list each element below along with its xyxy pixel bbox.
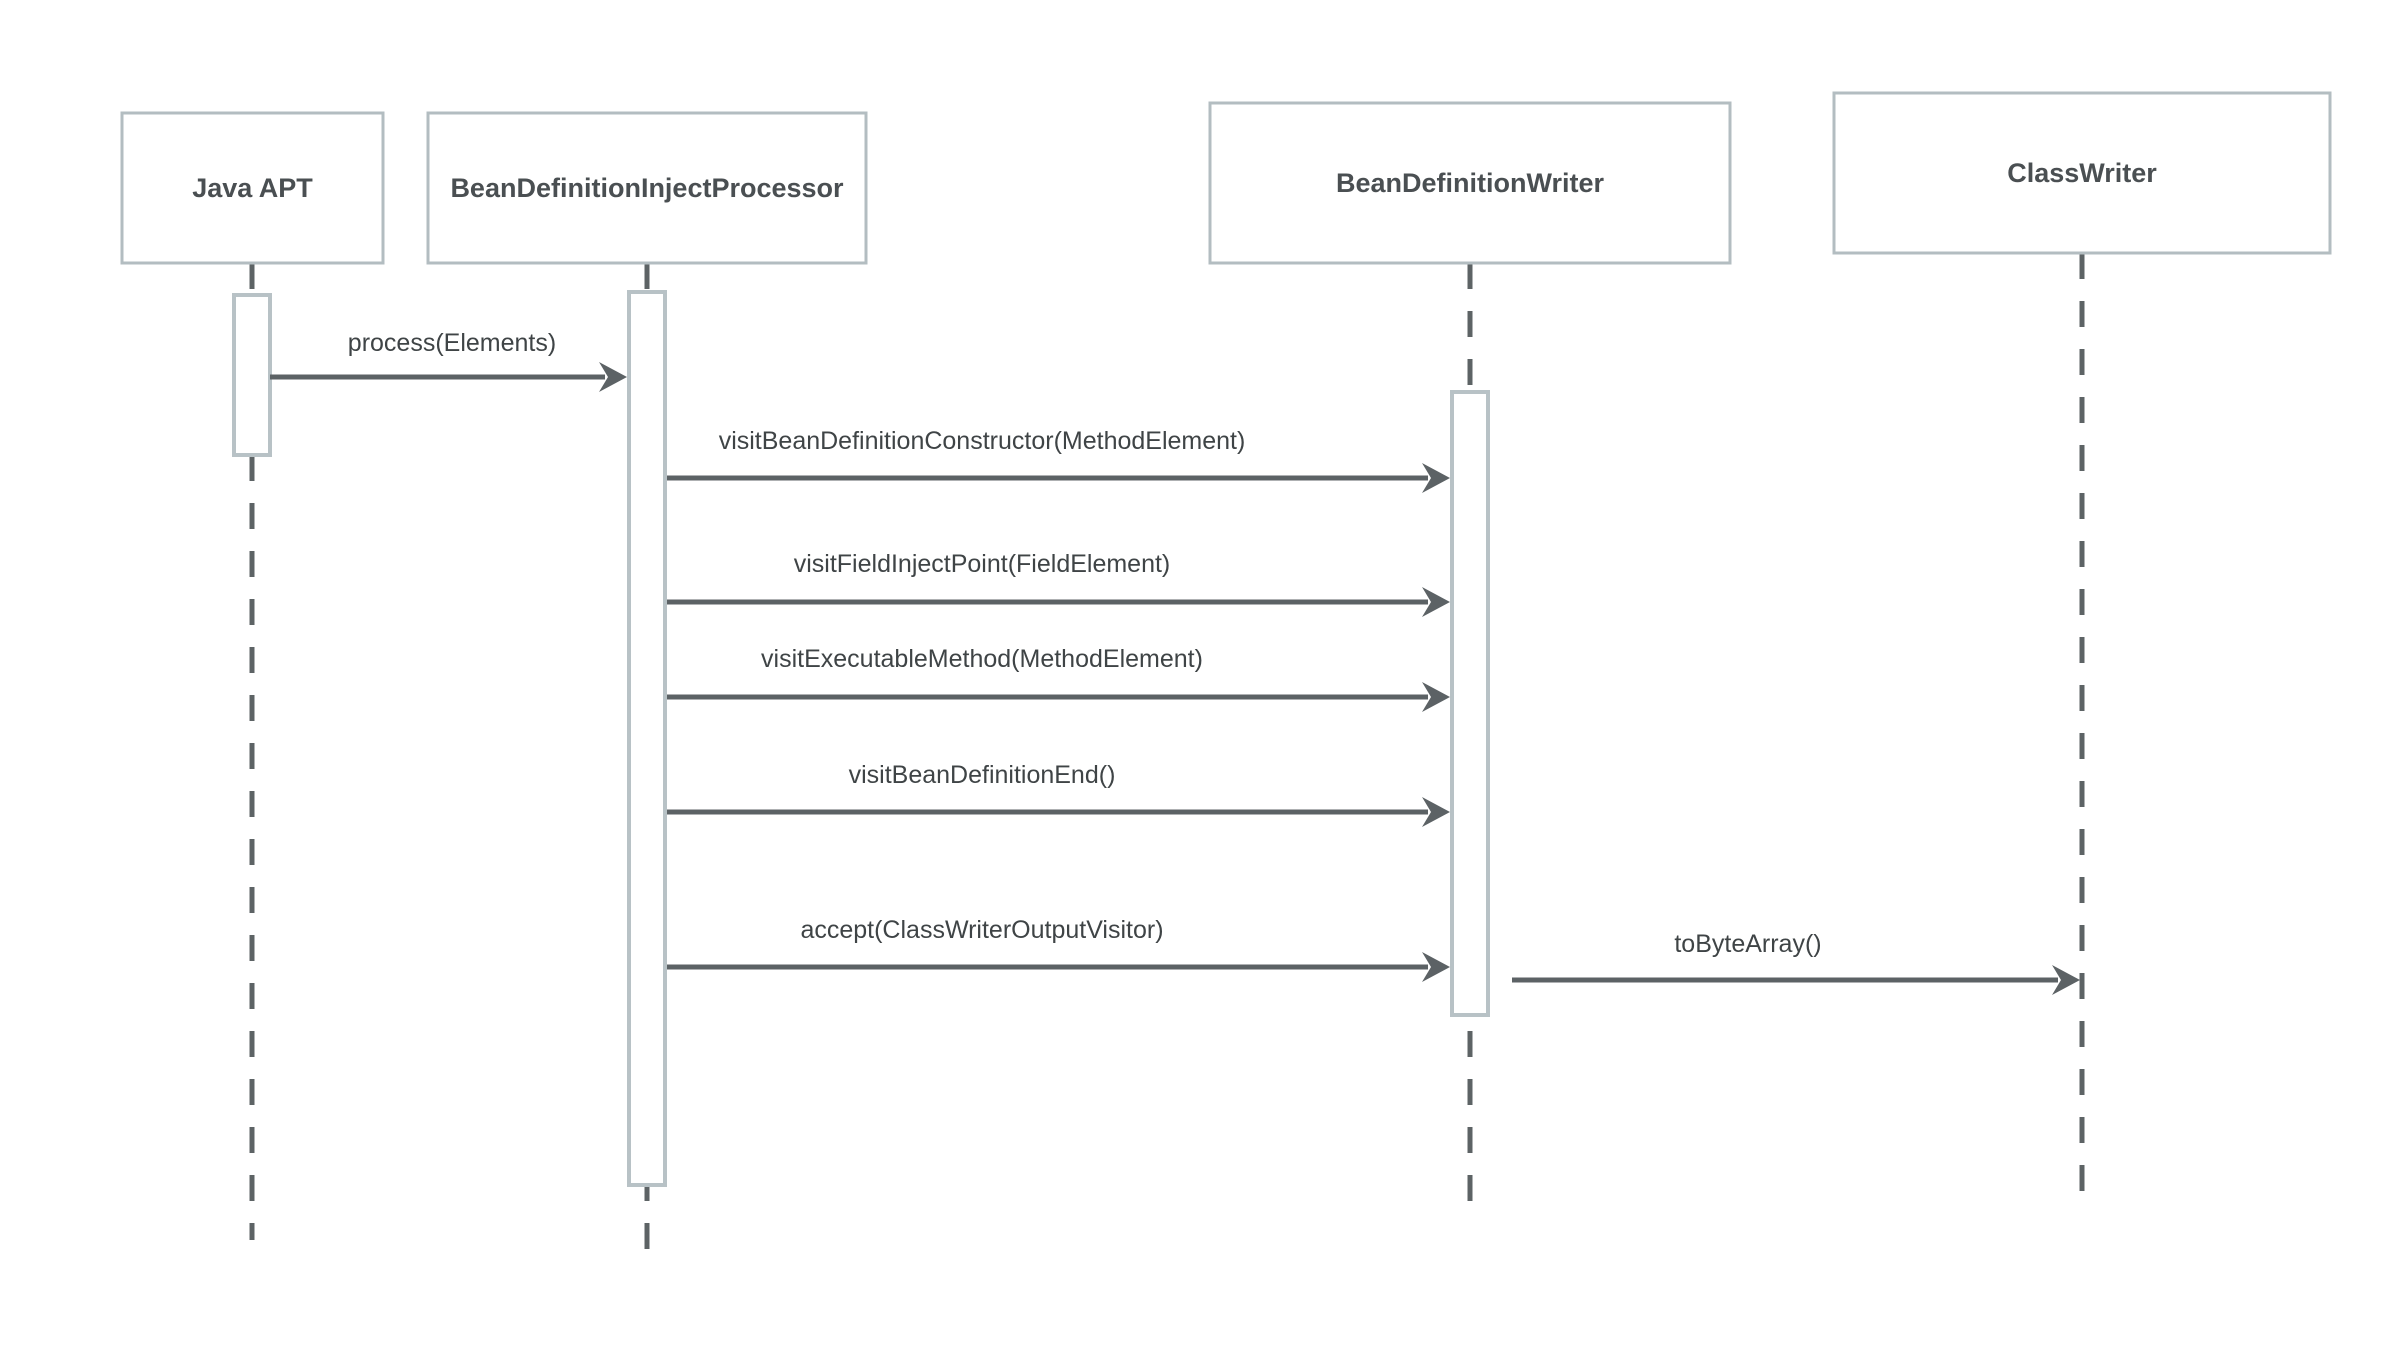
message-visit-field-inject-point[interactable]: visitFieldInjectPoint(FieldElement) (667, 550, 1450, 617)
message-arrowhead-visit-bean-definition-end (1422, 797, 1450, 827)
activation-bar-bean-definition-inject-processor (627, 290, 667, 1187)
participant-box-bean-definition-inject-processor[interactable] (426, 111, 868, 265)
message-label-process-elements: process(Elements) (348, 329, 556, 357)
participant-box-java-apt[interactable] (120, 111, 385, 265)
message-label-visit-executable-method: visitExecutableMethod(MethodElement) (761, 645, 1203, 673)
activation-bar-bean-definition-writer (1450, 390, 1490, 1017)
message-label-visit-bean-definition-end: visitBeanDefinitionEnd() (849, 761, 1116, 789)
message-accept-class-writer-output-visitor[interactable]: accept(ClassWriterOutputVisitor) (667, 916, 1450, 982)
message-arrowhead-process-elements (599, 362, 627, 392)
message-label-visit-bean-definition-constructor: visitBeanDefinitionConstructor(MethodEle… (719, 427, 1246, 455)
participant-label-class-writer: ClassWriter (2007, 158, 2157, 188)
participant-box-class-writer[interactable] (1832, 91, 2332, 255)
message-label-visit-field-inject-point: visitFieldInjectPoint(FieldElement) (794, 550, 1171, 578)
participant-label-java-apt: Java APT (192, 173, 313, 203)
message-arrowhead-visit-bean-definition-constructor (1422, 463, 1450, 493)
message-arrowhead-accept-class-writer-output-visitor (1422, 952, 1450, 982)
participant-label-bean-definition-writer: BeanDefinitionWriter (1336, 168, 1605, 198)
message-arrowhead-to-byte-array (2052, 965, 2080, 995)
participant-box-bean-definition-writer[interactable] (1208, 101, 1732, 265)
message-process-elements[interactable]: process(Elements) (270, 329, 627, 392)
message-visit-executable-method[interactable]: visitExecutableMethod(MethodElement) (667, 645, 1450, 712)
participant-label-bean-definition-inject-processor: BeanDefinitionInjectProcessor (450, 173, 844, 203)
message-label-to-byte-array: toByteArray() (1674, 930, 1821, 958)
message-label-accept-class-writer-output-visitor: accept(ClassWriterOutputVisitor) (800, 916, 1163, 944)
message-arrowhead-visit-field-inject-point (1422, 587, 1450, 617)
message-to-byte-array[interactable]: toByteArray() (1512, 930, 2080, 995)
message-visit-bean-definition-end[interactable]: visitBeanDefinitionEnd() (667, 761, 1450, 827)
message-arrowhead-visit-executable-method (1422, 682, 1450, 712)
message-visit-bean-definition-constructor[interactable]: visitBeanDefinitionConstructor(MethodEle… (667, 427, 1450, 493)
activation-bar-java-apt (232, 293, 272, 457)
